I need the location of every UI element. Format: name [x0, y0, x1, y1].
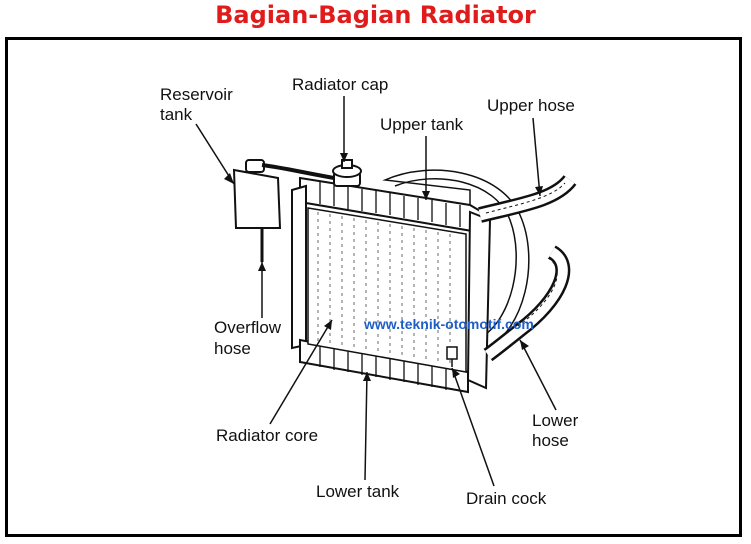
overflow-hose — [261, 163, 335, 180]
watermark-text: www.teknik-otomotif.com — [363, 316, 534, 332]
label-drain-cock: Drain cock — [466, 489, 547, 508]
label-radiator-core: Radiator core — [216, 426, 318, 445]
upper-hose — [478, 174, 577, 223]
label-lower-hose-1: Lower — [532, 411, 579, 430]
label-overflow-hose-1: Overflow — [214, 318, 282, 337]
page-title: Bagian-Bagian Radiator — [215, 1, 536, 29]
radiator-cap — [332, 159, 362, 187]
lower-hose — [483, 245, 571, 362]
label-reservoir-tank-2: tank — [160, 105, 193, 124]
label-reservoir-tank-1: Reservoir — [160, 85, 233, 104]
arrowheads — [224, 153, 543, 381]
diagram-frame — [5, 37, 742, 537]
reservoir-tank — [232, 159, 282, 262]
label-upper-hose: Upper hose — [487, 96, 575, 115]
label-lower-tank: Lower tank — [316, 482, 400, 501]
label-overflow-hose-2: hose — [214, 339, 251, 358]
radiator-core — [307, 207, 467, 373]
leader-lines — [195, 96, 557, 487]
drain-cock — [446, 346, 458, 367]
label-upper-tank: Upper tank — [380, 115, 464, 134]
tank-ribs — [319, 182, 461, 390]
label-radiator-cap: Radiator cap — [292, 75, 388, 94]
label-lower-hose-2: hose — [532, 431, 569, 450]
